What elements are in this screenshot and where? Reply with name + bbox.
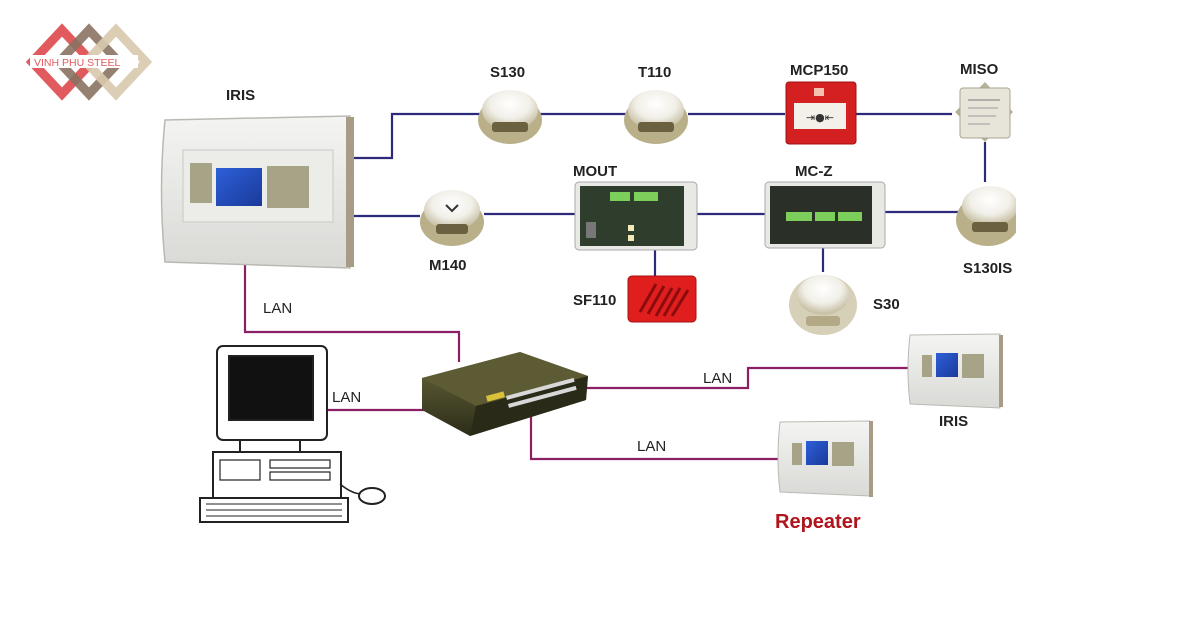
vinh-phu-steel-logo: VINH PHU STEEL [25, 23, 153, 101]
computer-workstation[interactable] [199, 345, 386, 523]
label-mout: MOUT [573, 163, 617, 180]
display-screen [216, 168, 262, 206]
label-lan-repeater: LAN [637, 438, 666, 455]
loop-wiring [352, 112, 987, 276]
label-lan-pc: LAN [332, 389, 361, 406]
s30-detector[interactable] [789, 275, 857, 335]
label-s130: S130 [490, 64, 525, 81]
label-t110: T110 [638, 64, 671, 81]
s130-detector[interactable] [478, 90, 542, 144]
label-mcp150: MCP150 [790, 62, 848, 79]
push-arrows-icon: ⇥●⇤ [806, 111, 834, 124]
label-lan-remote-iris: LAN [703, 370, 732, 387]
speaker-grille-right [267, 166, 309, 208]
repeater-panel[interactable] [777, 420, 873, 497]
label-s130is: S130IS [963, 260, 1012, 277]
label-sf110: SF110 [573, 292, 616, 309]
m140-detector[interactable] [420, 190, 484, 246]
label-iris-main: IRIS [226, 87, 255, 104]
label-s30: S30 [873, 296, 900, 313]
lan-line-iris-switch [243, 255, 461, 362]
label-mcz: MC-Z [795, 163, 833, 180]
loop-line-top [352, 112, 480, 160]
mout-module[interactable] [574, 181, 698, 251]
lan-wiring [243, 255, 908, 461]
speaker-grille-left [190, 163, 212, 203]
monitor-screen [228, 355, 314, 421]
mcz-module[interactable] [764, 181, 886, 249]
label-miso: MISO [960, 61, 999, 78]
s130is-detector[interactable] [956, 186, 1020, 246]
label-iris-remote: IRIS [939, 413, 968, 430]
t110-detector[interactable] [624, 90, 688, 144]
iris-remote-panel[interactable] [907, 333, 1003, 409]
lan-line-switch-repeater [529, 410, 778, 461]
label-repeater: Repeater [775, 511, 861, 533]
lan-line-switch-remote-iris [585, 366, 908, 390]
mcp150-call-point[interactable]: ⇥●⇤ [785, 81, 857, 145]
iris-main-panel[interactable] [160, 115, 355, 269]
label-m140: M140 [429, 257, 467, 274]
sf110-sounder[interactable] [627, 275, 697, 323]
miso-module[interactable] [955, 82, 1013, 142]
network-switch[interactable] [422, 352, 588, 436]
label-lan-iris: LAN [263, 300, 292, 317]
mouse [358, 487, 386, 505]
logo-text: VINH PHU STEEL [34, 57, 121, 69]
